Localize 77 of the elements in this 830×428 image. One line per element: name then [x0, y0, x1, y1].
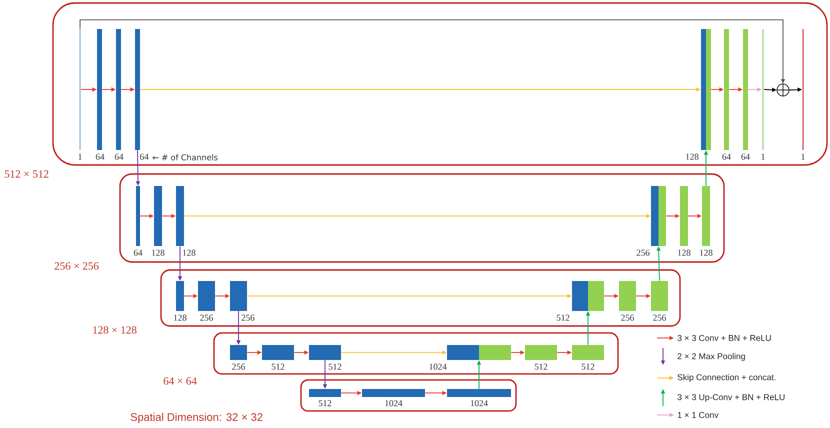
concatenated-feature-map-bar: 128 — [686, 29, 711, 160]
feature-map-bar: 128 — [176, 186, 196, 256]
feature-map-bar: 256 — [230, 345, 247, 370]
feature-map-bar: 1024 — [362, 388, 425, 406]
node-label: 64 — [114, 154, 124, 160]
feature-map-bar: 64 — [96, 29, 104, 160]
legend-text: 3 × 3 Up-Conv + BN + ReLU — [678, 394, 784, 402]
feature-map-bar: 512 — [572, 345, 604, 370]
node-label: 128 — [678, 250, 690, 256]
node-label: 256 — [242, 314, 254, 321]
feature-map-bar: 64 — [741, 29, 750, 160]
feature-map-bar: 64 — [722, 29, 731, 160]
node-label: 64 — [722, 154, 731, 160]
node-label: 128 — [686, 154, 698, 160]
resolution-frame — [119, 173, 725, 263]
node-label: 64 — [741, 154, 750, 160]
annotation-label: ← # of Channels — [152, 154, 218, 160]
concatenated-feature-map-bar: 1024 — [430, 345, 511, 370]
feature-map-bar: 64 — [114, 29, 124, 160]
dimension-label: 128 × 128 — [93, 326, 136, 334]
node-label: 256 — [200, 314, 213, 321]
node-label: 64 — [96, 154, 104, 160]
legend-text: 1 × 1 Conv — [678, 412, 718, 418]
node-label: 512 — [556, 314, 570, 321]
feature-map-bar: 512 — [525, 345, 557, 370]
node-label: 1024 — [470, 400, 488, 406]
feature-map-bar: 1024 — [447, 388, 511, 406]
feature-map-bar: 128 — [700, 186, 712, 256]
feature-map-bar: 512 — [262, 345, 294, 370]
node-label: 256 — [653, 314, 666, 321]
node-label: 1024 — [430, 364, 447, 370]
node-label: 256 — [232, 364, 245, 370]
legend-text: Skip Connection + concat. — [678, 374, 776, 382]
node-label: 512 — [534, 364, 548, 370]
feature-map-bar: 1 — [762, 29, 765, 160]
node-label: 512 — [272, 364, 284, 370]
node-label: 256 — [636, 250, 650, 256]
node-label: 128 — [174, 314, 186, 321]
node-label: 128 — [700, 250, 712, 256]
concatenated-feature-map-bar: 256 — [636, 186, 666, 256]
node-label: 128 — [182, 250, 196, 256]
feature-map-bar: 256 — [230, 281, 254, 321]
dimension-label: Spatial Dimension: 32 × 32 — [130, 412, 262, 424]
feature-map-bar: 1 — [78, 29, 82, 160]
sum-circle — [776, 84, 790, 96]
resolution-frame — [52, 2, 828, 166]
node-label: 256 — [621, 314, 634, 321]
node-label: 64 — [134, 250, 142, 256]
dimension-label: 512 × 512 — [4, 170, 48, 178]
node-label: 512 — [328, 364, 342, 370]
node-label: 1 — [78, 154, 82, 160]
concatenated-feature-map-bar: 512 — [556, 281, 604, 321]
node-label: 1 — [802, 154, 805, 160]
feature-map-bar: 128 — [152, 186, 164, 256]
resolution-frame — [160, 269, 681, 327]
resolution-frame — [213, 332, 619, 375]
node-label: 512 — [318, 400, 332, 406]
dimension-label: 256 × 256 — [54, 262, 99, 270]
feature-map-bar: 256 — [651, 281, 668, 321]
node-label: 64 — [140, 154, 149, 160]
dimension-label: 64 × 64 — [164, 377, 197, 385]
legend-text: 3 × 3 Conv + BN + ReLU — [678, 334, 771, 341]
node-label: 1 — [762, 154, 765, 160]
node-label: 512 — [582, 364, 594, 370]
feature-map-bar: 256 — [619, 281, 636, 321]
feature-map-bar: 512 — [309, 388, 341, 406]
feature-map-bar: 512 — [309, 345, 342, 370]
resolution-frame — [300, 379, 517, 412]
legend-text: 2 × 2 Max Pooling — [678, 353, 745, 361]
node-label: 128 — [152, 250, 164, 256]
node-label: 1024 — [385, 400, 402, 406]
feature-map-bar: 64 — [135, 29, 149, 160]
feature-map-bar: 1 — [802, 29, 805, 160]
feature-map-bar: 128 — [174, 281, 186, 321]
feature-map-bar: 256 — [198, 281, 215, 321]
feature-map-bar: 128 — [678, 186, 690, 256]
feature-map-bar: 64 — [134, 186, 142, 256]
